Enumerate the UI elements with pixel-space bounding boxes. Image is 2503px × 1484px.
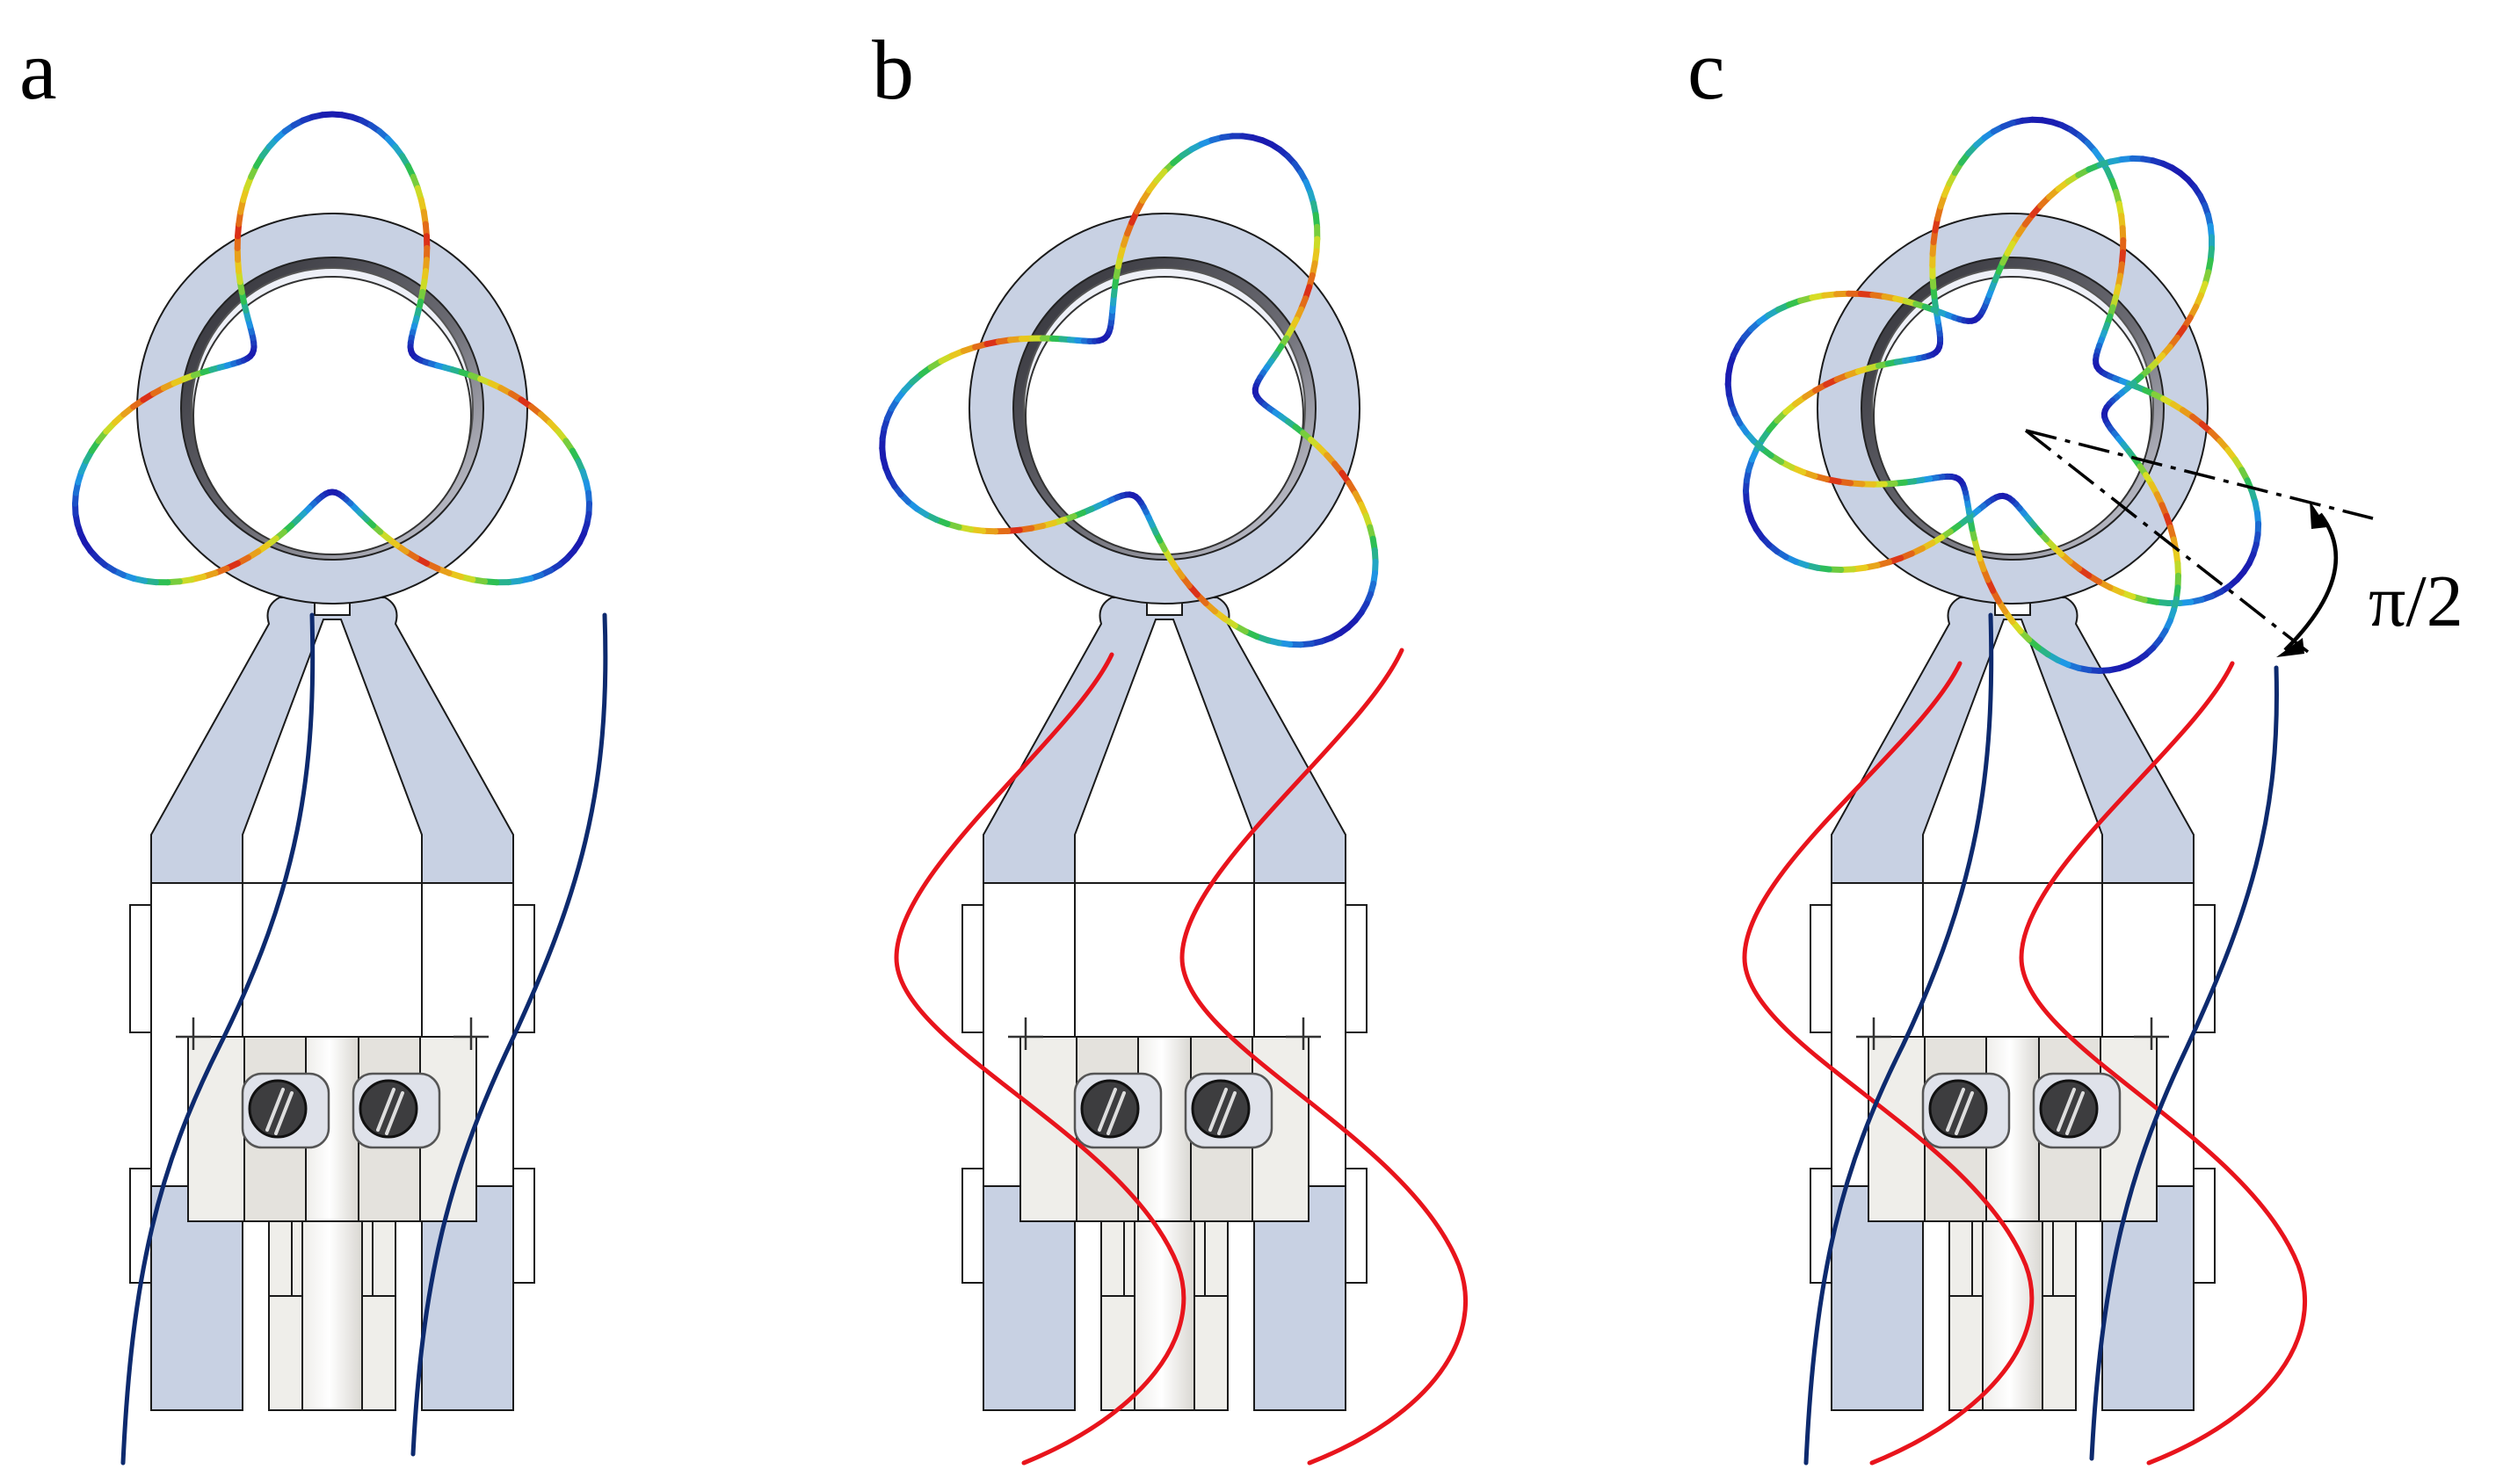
axis-line-2 bbox=[2024, 429, 2313, 656]
mode-segment bbox=[2004, 241, 2016, 257]
arrow-head-bottom bbox=[2276, 638, 2304, 657]
mode-shape-b bbox=[879, 133, 1379, 648]
fiber-c-blue-left bbox=[1803, 612, 1994, 1466]
panel-b bbox=[879, 133, 1469, 1466]
panel-c: π/2 bbox=[1724, 116, 2463, 1466]
fiber-c-red-right bbox=[2019, 661, 2308, 1466]
angle-label: π/2 bbox=[2369, 561, 2463, 642]
panel-label-c: c bbox=[1687, 23, 1725, 117]
mode-shape-a bbox=[72, 111, 592, 586]
angle-arc bbox=[2283, 512, 2339, 652]
fiber-a-left bbox=[120, 612, 316, 1466]
arrow-head-top bbox=[2310, 501, 2327, 529]
mode-segment bbox=[1153, 168, 1168, 184]
axis-line-1 bbox=[2025, 429, 2374, 520]
mount-a bbox=[128, 212, 536, 1412]
mode-segment bbox=[319, 111, 336, 119]
fiber-a-right bbox=[410, 612, 608, 1457]
mode-segment bbox=[1999, 119, 2016, 130]
fiber-c-blue-right bbox=[2089, 665, 2279, 1461]
panel-a bbox=[72, 111, 608, 1466]
fiber-b-right bbox=[1179, 648, 1469, 1466]
panel-label-a: a bbox=[19, 23, 57, 117]
mount-b bbox=[961, 212, 1368, 1412]
fiber-c-red-left bbox=[1742, 661, 2035, 1466]
panel-label-b: b bbox=[872, 23, 914, 117]
fiber-b-left bbox=[894, 652, 1186, 1466]
mode-shape-c bbox=[1724, 116, 2262, 674]
